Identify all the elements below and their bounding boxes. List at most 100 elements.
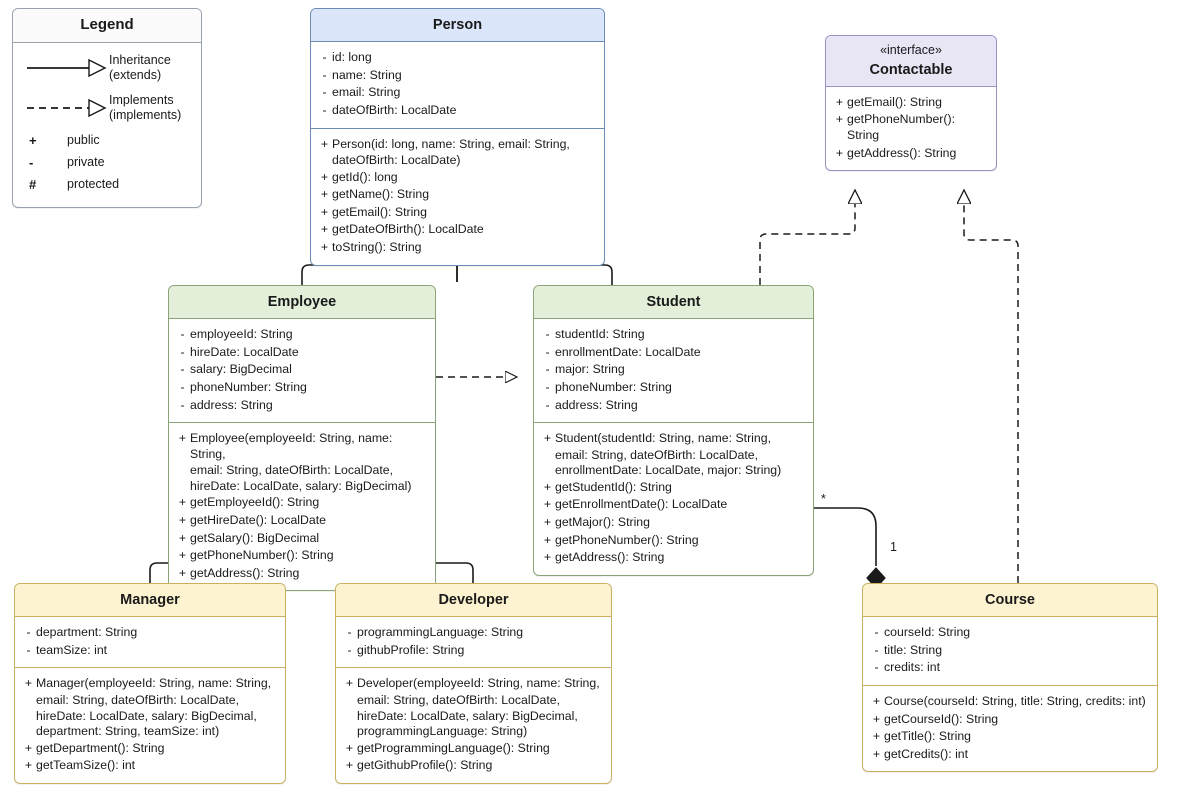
member-signature-continuation: email: String, dateOfBirth: LocalDate, e… <box>555 447 782 478</box>
visibility-marker: + <box>543 532 552 547</box>
attributes-student: -studentId: String-enrollmentDate: Local… <box>534 319 813 424</box>
visibility-marker: + <box>24 740 33 755</box>
member-signature: phoneNumber: String <box>190 379 307 394</box>
attributes-manager: -department: String-teamSize: int <box>15 617 285 669</box>
visibility-marker: - <box>874 642 879 657</box>
class-title-course: Course <box>863 584 1157 618</box>
edge-implements-student-contactable <box>759 190 855 285</box>
attributes-course: -courseId: String-title: String-credits:… <box>863 617 1157 686</box>
visibility-marker: - <box>545 344 550 359</box>
visibility-marker: - <box>545 397 550 412</box>
visibility-marker: + <box>543 497 552 512</box>
class-box-employee[interactable]: Employee -employeeId: String-hireDate: L… <box>168 285 436 592</box>
member-signature: getMajor(): String <box>555 515 650 530</box>
member-signature: courseId: String <box>884 625 971 640</box>
visibility-marker: + <box>543 431 552 446</box>
member-signature: email: String <box>332 85 401 100</box>
member-signature: getPhoneNumber(): String <box>847 112 959 142</box>
member-signature: major: String <box>555 362 625 377</box>
visibility-marker: + <box>835 94 844 109</box>
member-signature: Employee(employeeId: String, name: Strin… <box>190 431 396 461</box>
visibility-marker: + <box>178 431 187 446</box>
member-row: +getPhoneNumber(): String <box>175 547 429 565</box>
member-signature: getProgrammingLanguage(): String <box>357 740 550 755</box>
class-title-employee: Employee <box>169 286 435 320</box>
member-row: +getEmail(): String <box>317 204 598 222</box>
member-signature: studentId: String <box>555 327 645 342</box>
legend-row-inheritance: Inheritance (extends) <box>23 53 191 83</box>
public-visibility-icon: + <box>29 132 37 148</box>
member-signature: getName(): String <box>332 187 430 202</box>
member-signature: getCourseId(): String <box>884 711 999 726</box>
legend-label-protected: protected <box>67 177 120 192</box>
visibility-marker: - <box>180 327 185 342</box>
visibility-marker: - <box>545 362 550 377</box>
member-signature: getEnrollmentDate(): LocalDate <box>555 497 728 512</box>
member-row: +getPhoneNumber(): String <box>540 532 807 550</box>
legend-panel: Legend Inheritance (extends) <box>12 8 202 208</box>
member-row: +getTeamSize(): int <box>21 757 279 775</box>
edge-composition-student-course <box>814 507 886 589</box>
class-box-course[interactable]: Course -courseId: String-title: String-c… <box>862 583 1158 773</box>
member-row: -id: long <box>317 49 598 67</box>
visibility-marker: - <box>322 50 327 65</box>
member-signature: address: String <box>190 397 273 412</box>
member-row: +Course(courseId: String, title: String,… <box>869 693 1151 711</box>
member-row: -teamSize: int <box>21 642 279 660</box>
member-row: +getDepartment(): String <box>21 740 279 758</box>
visibility-marker: + <box>872 693 881 708</box>
legend-label-public: public <box>67 133 100 148</box>
member-signature: getCredits(): int <box>884 746 969 761</box>
visibility-marker: + <box>872 729 881 744</box>
member-row: +getId(): long <box>317 169 598 187</box>
member-row: +Manager(employeeId: String, name: Strin… <box>21 675 279 693</box>
member-signature: teamSize: int <box>36 642 108 657</box>
legend-key-protected: # protected <box>23 177 191 192</box>
member-signature: getHireDate(): LocalDate <box>190 513 327 528</box>
member-row: -employeeId: String <box>175 326 429 344</box>
member-signature: getEmail(): String <box>847 94 942 109</box>
member-row: +getEmployeeId(): String <box>175 494 429 512</box>
member-row: -studentId: String <box>540 326 807 344</box>
class-title-contactable: «interface» Contactable <box>826 36 996 87</box>
member-row: +getAddress(): String <box>175 565 429 583</box>
member-signature: title: String <box>884 642 943 657</box>
member-row: -hireDate: LocalDate <box>175 344 429 362</box>
member-signature-continuation: email: String, dateOfBirth: LocalDate, h… <box>357 692 578 739</box>
member-signature: getGithubProfile(): String <box>357 758 493 773</box>
visibility-marker: + <box>835 112 844 127</box>
member-row: +Student(studentId: String, name: String… <box>540 430 807 448</box>
class-box-developer[interactable]: Developer -programmingLanguage: String-g… <box>335 583 612 784</box>
member-signature-continuation: email: String, dateOfBirth: LocalDate, h… <box>36 692 257 739</box>
class-box-contactable[interactable]: «interface» Contactable +getEmail(): Str… <box>825 35 997 172</box>
member-row: +getMajor(): String <box>540 514 807 532</box>
class-box-student[interactable]: Student -studentId: String-enrollmentDat… <box>533 285 814 576</box>
member-signature: getAddress(): String <box>190 565 300 580</box>
visibility-marker: + <box>543 479 552 494</box>
multiplicity-course-end: 1 <box>890 540 897 554</box>
legend-body: Inheritance (extends) Implements (implem… <box>13 43 201 207</box>
visibility-marker: - <box>26 642 31 657</box>
member-signature: dateOfBirth: LocalDate <box>332 102 457 117</box>
visibility-marker: + <box>320 222 329 237</box>
class-box-person[interactable]: Person -id: long-name: String-email: Str… <box>310 8 605 266</box>
member-row: -salary: BigDecimal <box>175 361 429 379</box>
member-signature: Student(studentId: String, name: String, <box>555 431 772 446</box>
visibility-marker: - <box>322 67 327 82</box>
member-row: -title: String <box>869 642 1151 660</box>
member-signature: salary: BigDecimal <box>190 362 292 377</box>
member-row: +getPhoneNumber(): String <box>832 111 990 144</box>
class-box-manager[interactable]: Manager -department: String-teamSize: in… <box>14 583 286 784</box>
edge-implements-course-contactable <box>964 190 1019 583</box>
visibility-marker: + <box>178 495 187 510</box>
member-signature: getPhoneNumber(): String <box>555 532 699 547</box>
visibility-marker: - <box>347 625 352 640</box>
member-row: +getAddress(): String <box>540 549 807 567</box>
member-signature: getId(): long <box>332 169 398 184</box>
visibility-marker: + <box>320 136 329 151</box>
visibility-marker: - <box>180 397 185 412</box>
member-signature: getEmail(): String <box>332 204 427 219</box>
visibility-marker: - <box>545 379 550 394</box>
legend-row-implements: Implements (implements) <box>23 93 191 123</box>
visibility-marker: + <box>872 711 881 726</box>
